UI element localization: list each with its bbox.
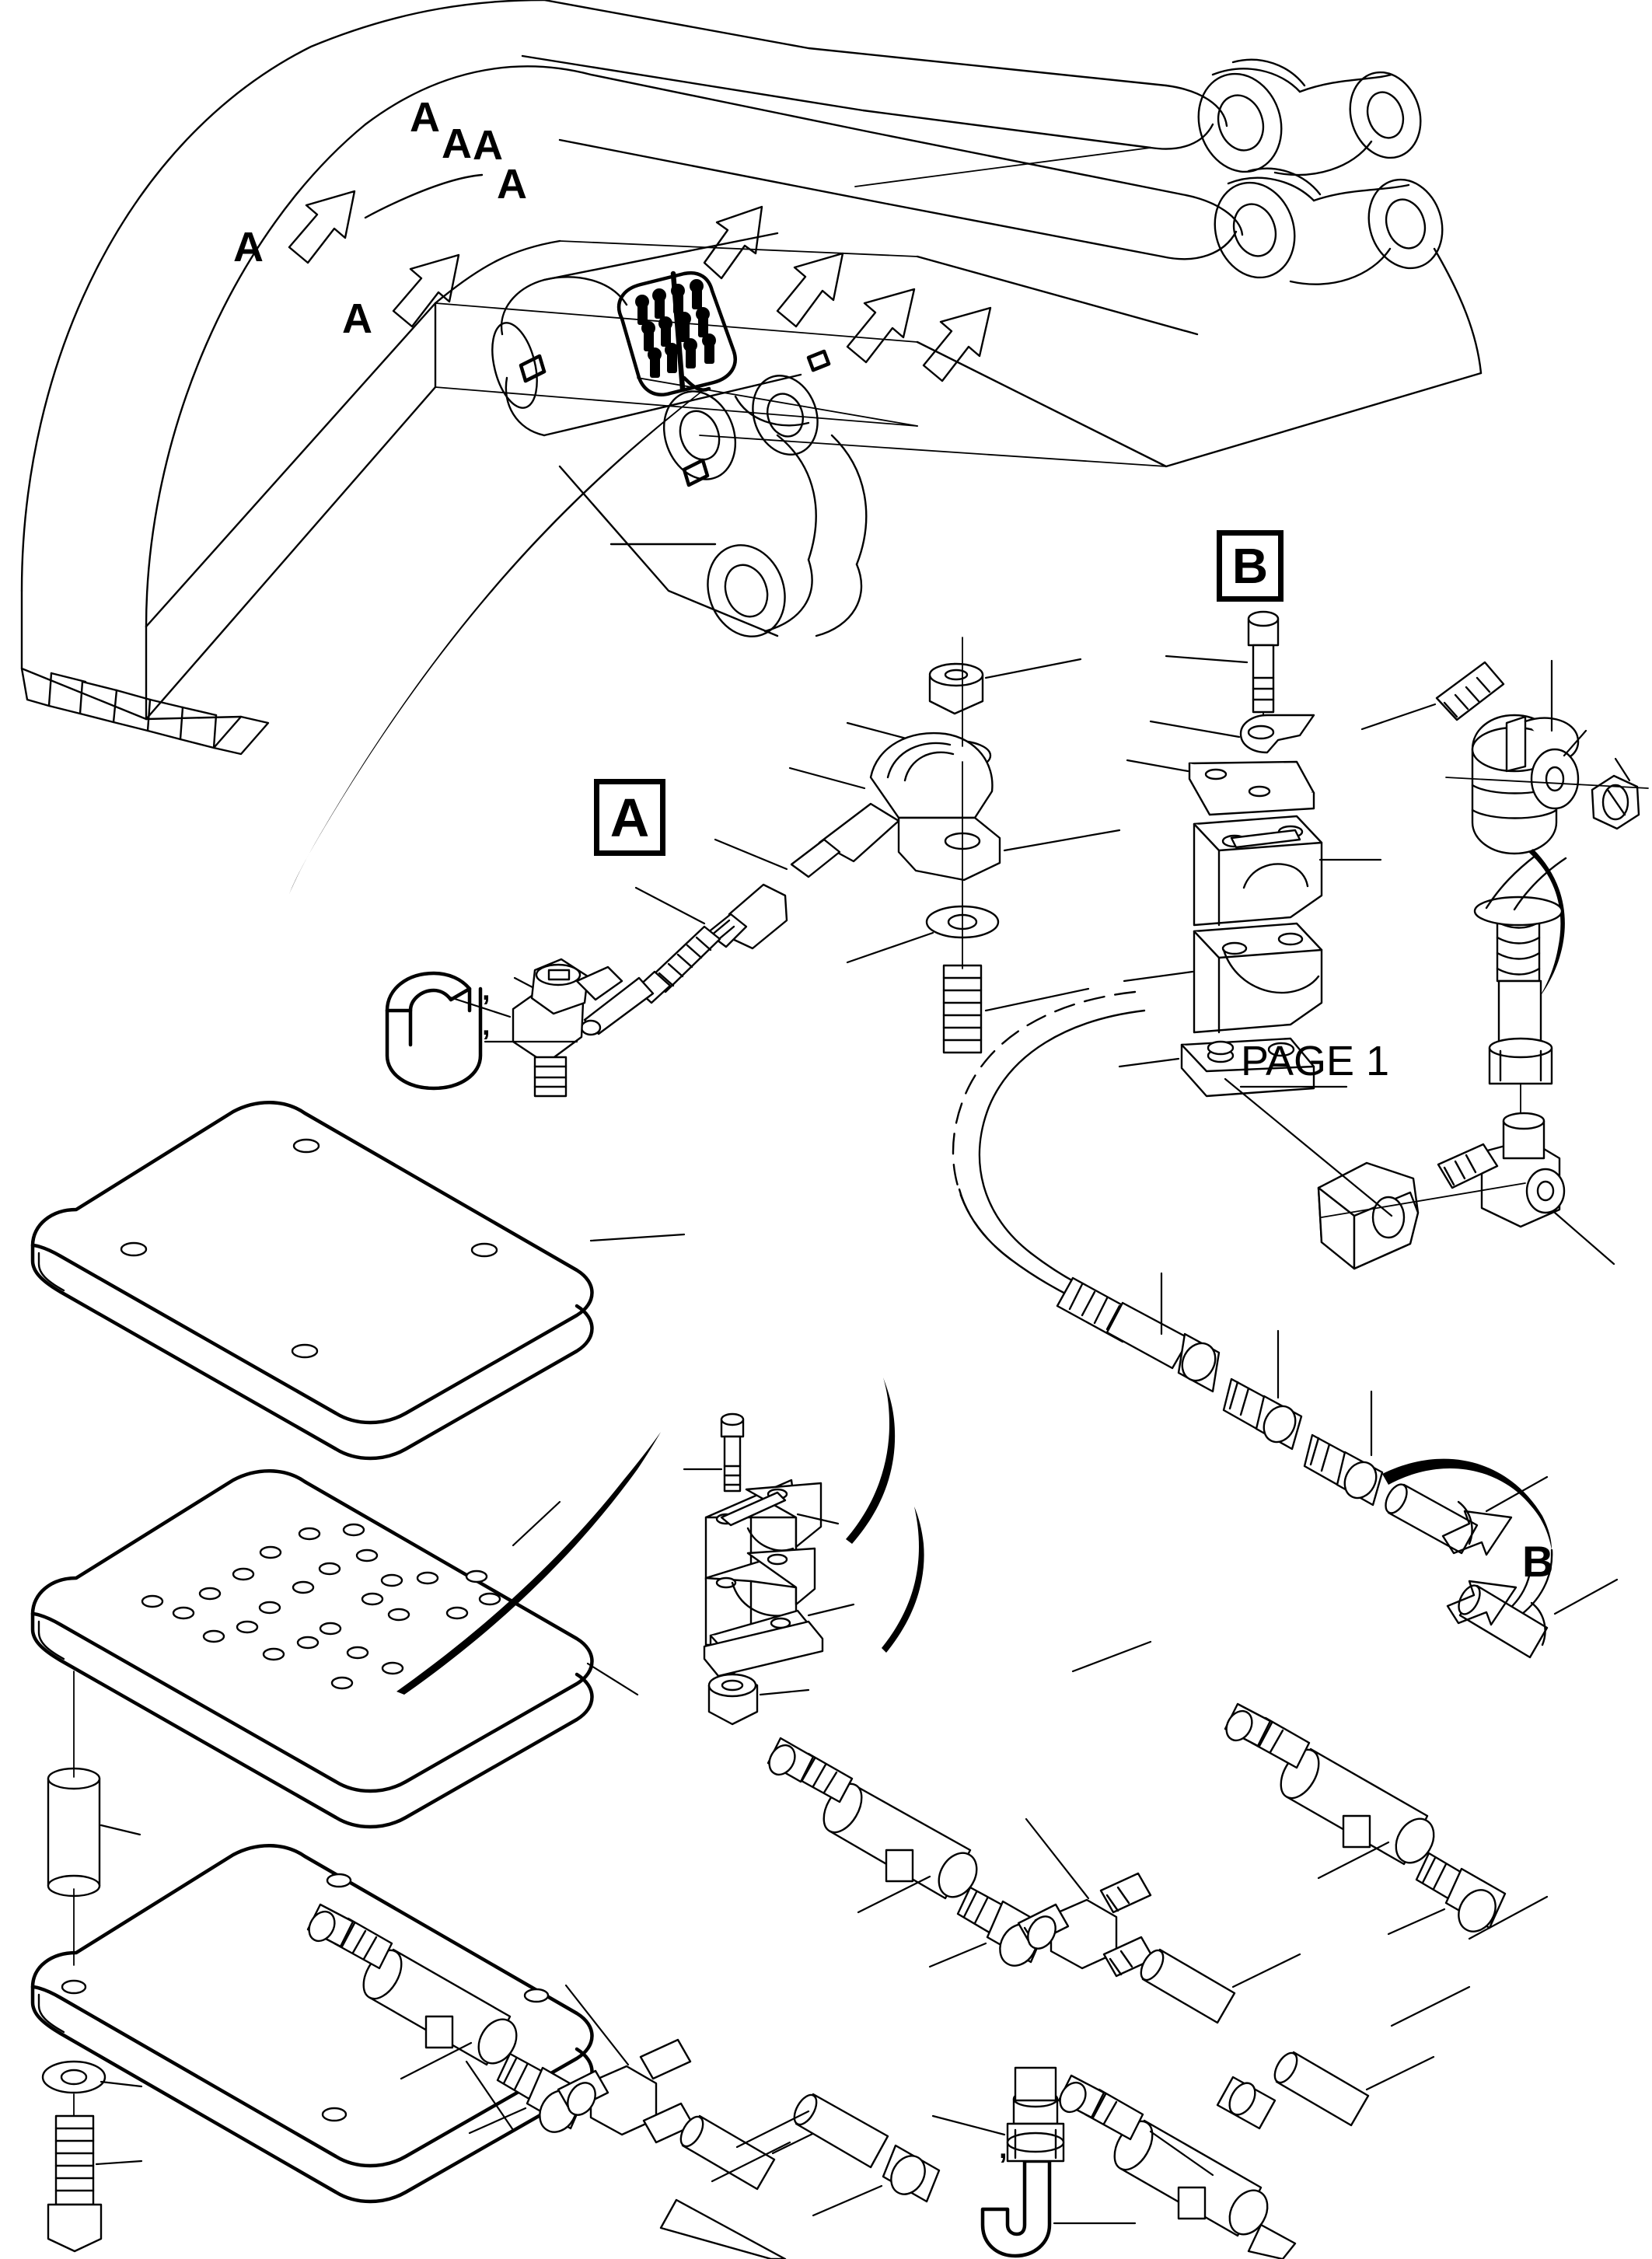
view-arrow-label-a4: A: [497, 161, 527, 208]
section-box-a: A: [594, 779, 665, 856]
view-arrow-label-a3: A: [473, 122, 503, 169]
plates-stack: [30, 1101, 686, 2253]
clamp-assembly-center: [396, 1377, 924, 1726]
view-arrow-label-a2: A: [442, 120, 472, 167]
detail-b-parts: [1118, 610, 1649, 1098]
leader-lines: [1071, 1085, 1549, 2027]
hose-route-right: [952, 854, 1619, 1659]
view-arrows-a: [288, 190, 992, 382]
tick-mark-1: ,: [482, 974, 491, 1007]
section-box-b: B: [1217, 530, 1284, 602]
fitting-network: [306, 1620, 1507, 2259]
section-box-a-label: A: [609, 787, 650, 848]
view-arrows-b: [1441, 1510, 1518, 1626]
view-arrow-label-a1: A: [410, 94, 440, 141]
view-arrow-label-b1: B: [1522, 1537, 1554, 1586]
tick-mark-3: ,: [999, 2132, 1008, 2165]
detail-a-parts: [385, 637, 1121, 1098]
section-box-b-label: B: [1231, 538, 1269, 594]
tick-mark-2: ,: [482, 1009, 491, 1042]
machine-assembly: [20, 0, 1483, 894]
page-reference-label: PAGE 1: [1241, 1038, 1390, 1084]
view-arrow-label-a6: A: [342, 295, 372, 342]
view-arrow-label-a5: A: [233, 224, 264, 271]
